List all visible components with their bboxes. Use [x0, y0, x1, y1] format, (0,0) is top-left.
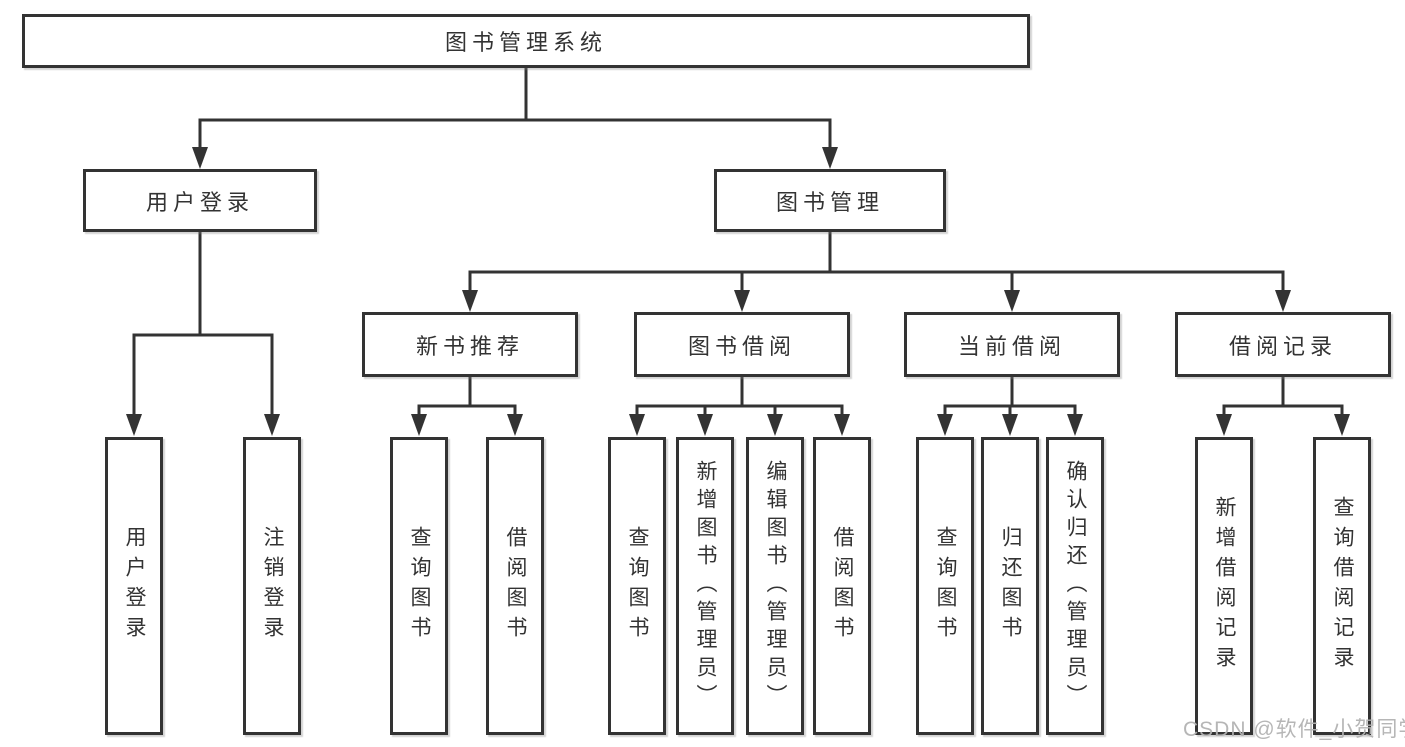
arrowhead-bb-add-book: [697, 414, 713, 436]
node-root-label: 图书管理系统: [444, 30, 607, 55]
arrowhead-borrow-records: [1275, 290, 1291, 312]
leaf-rec-borrow-book-label: 借阅图书: [504, 526, 527, 646]
leaf-br-query-record-label: 查询借阅记录: [1331, 496, 1354, 676]
connector-book-borrow-to-leaves: [635, 377, 844, 418]
connector-user-login-to-leaves: [132, 232, 274, 418]
arrowhead-new-book-rec: [462, 290, 478, 312]
node-user-login: 用户登录: [83, 169, 317, 232]
leaf-bb-edit-book-label: 编辑图书（管理员）: [764, 460, 787, 712]
node-new-book-rec-label: 新书推荐: [415, 333, 524, 359]
arrowhead-bb-edit-book: [767, 414, 783, 436]
leaf-user-login: 用户登录: [105, 437, 163, 735]
arrowhead-rec-query-book: [411, 414, 427, 436]
arrowhead-user-login: [192, 147, 208, 169]
arrowhead-book-mgmt: [822, 147, 838, 169]
node-user-login-label: 用户登录: [145, 189, 254, 215]
leaf-user-login-label: 用户登录: [123, 526, 146, 646]
leaf-br-add-record: 新增借阅记录: [1195, 437, 1253, 735]
leaf-bb-query-book: 查询图书: [608, 437, 666, 735]
arrowhead-br-query-record: [1334, 414, 1350, 436]
leaf-cb-query-book-label: 查询图书: [934, 526, 957, 646]
connector-current-borrow-to-leaves: [943, 377, 1077, 418]
node-current-borrow: 当前借阅: [904, 312, 1120, 377]
connector-book-mgmt-to-level3: [468, 232, 1285, 293]
arrowhead-book-borrow: [734, 290, 750, 312]
leaf-logout: 注销登录: [243, 437, 301, 735]
leaf-br-add-record-label: 新增借阅记录: [1213, 496, 1236, 676]
leaf-bb-borrow-book-label: 借阅图书: [831, 526, 854, 646]
leaf-bb-add-book: 新增图书（管理员）: [676, 437, 734, 735]
arrowhead-cb-return-book: [1002, 414, 1018, 436]
leaf-rec-borrow-book: 借阅图书: [486, 437, 544, 735]
arrowhead-cb-confirm-return: [1067, 414, 1083, 436]
node-book-mgmt-label: 图书管理: [775, 189, 884, 215]
leaf-rec-query-book: 查询图书: [390, 437, 448, 735]
node-book-borrow: 图书借阅: [634, 312, 850, 377]
arrowhead-bb-borrow-book: [834, 414, 850, 436]
leaf-bb-borrow-book: 借阅图书: [813, 437, 871, 735]
node-borrow-records-label: 借阅记录: [1228, 333, 1337, 359]
leaf-bb-add-book-label: 新增图书（管理员）: [694, 460, 717, 712]
leaf-bb-query-book-label: 查询图书: [626, 526, 649, 646]
connector-root-to-level2: [198, 68, 832, 150]
node-book-borrow-label: 图书借阅: [687, 333, 796, 359]
leaf-cb-confirm-return-label: 确认归还（管理员）: [1064, 460, 1087, 712]
connector-borrow-records-to-leaves: [1222, 377, 1344, 418]
arrowhead-bb-query-book: [629, 414, 645, 436]
node-new-book-rec: 新书推荐: [362, 312, 578, 377]
node-current-borrow-label: 当前借阅: [957, 333, 1066, 359]
leaf-br-query-record: 查询借阅记录: [1313, 437, 1371, 735]
arrowhead-current-borrow: [1004, 290, 1020, 312]
node-borrow-records: 借阅记录: [1175, 312, 1391, 377]
leaf-cb-return-book: 归还图书: [981, 437, 1039, 735]
connector-new-book-rec-to-leaves: [417, 377, 517, 418]
arrowhead-cb-query-book: [937, 414, 953, 436]
csdn-watermark: CSDN @软件_小贺同学: [1183, 718, 1405, 741]
leaf-cb-confirm-return: 确认归还（管理员）: [1046, 437, 1104, 735]
node-book-mgmt: 图书管理: [714, 169, 946, 232]
arrowhead-rec-borrow-book: [507, 414, 523, 436]
arrowhead-leaf-logout: [264, 414, 280, 436]
leaf-cb-return-book-label: 归还图书: [999, 526, 1022, 646]
leaf-cb-query-book: 查询图书: [916, 437, 974, 735]
leaf-rec-query-book-label: 查询图书: [408, 526, 431, 646]
node-root: 图书管理系统: [22, 14, 1030, 68]
leaf-logout-label: 注销登录: [261, 526, 284, 646]
arrowhead-leaf-user-login: [126, 414, 142, 436]
leaf-bb-edit-book: 编辑图书（管理员）: [746, 437, 804, 735]
arrowhead-br-add-record: [1216, 414, 1232, 436]
